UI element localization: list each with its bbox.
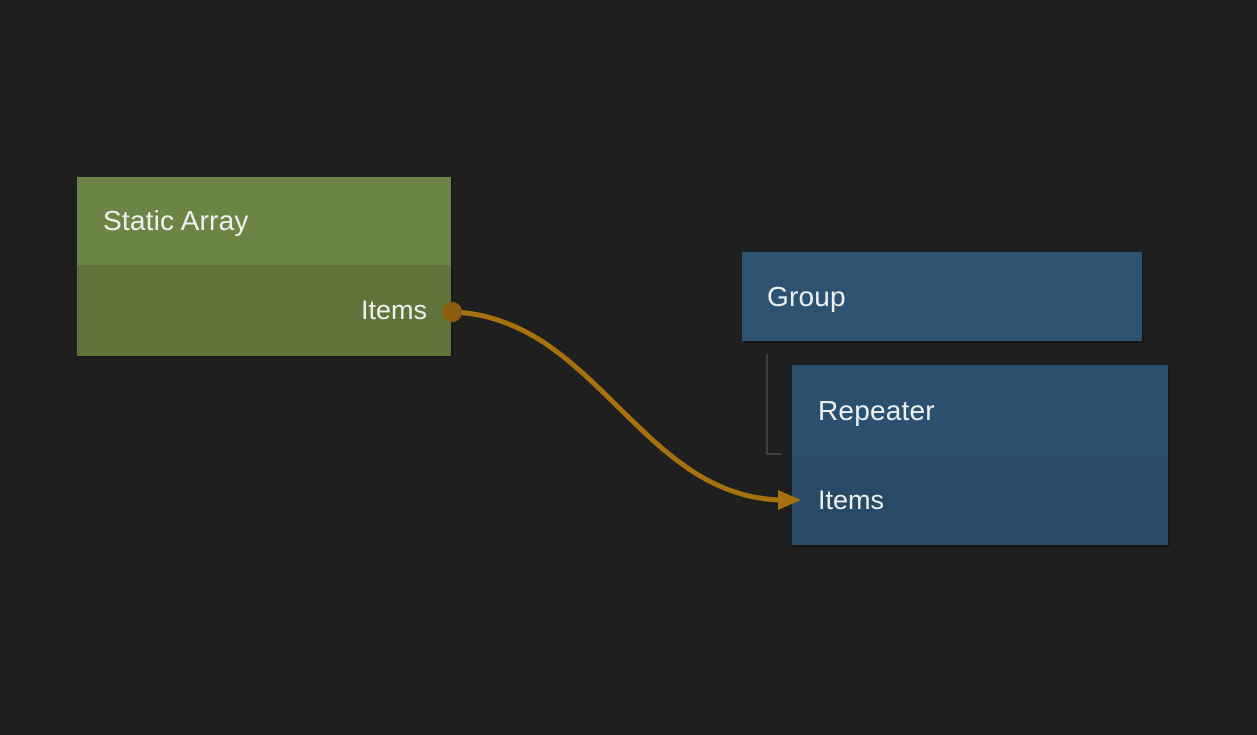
- output-port-label: Items: [360, 295, 427, 325]
- node-static-array-header[interactable]: Static Array: [77, 177, 451, 265]
- node-static-array-items-row[interactable]: Items: [77, 265, 451, 356]
- connection-curve[interactable]: [449, 309, 783, 503]
- input-port-label: Items: [818, 485, 885, 515]
- node-group[interactable]: Group: [742, 252, 1142, 341]
- hierarchy-link-line: [766, 354, 781, 455]
- node-static-array[interactable]: Static Array Items: [77, 177, 451, 356]
- output-port-dot[interactable]: [442, 302, 462, 322]
- node-title: Group: [767, 280, 846, 312]
- node-repeater-items-row[interactable]: Items: [792, 456, 1168, 545]
- node-title: Static Array: [103, 205, 249, 236]
- node-repeater-header[interactable]: Repeater: [792, 365, 1168, 456]
- node-repeater[interactable]: Repeater Items: [792, 365, 1168, 545]
- node-title: Repeater: [818, 394, 935, 426]
